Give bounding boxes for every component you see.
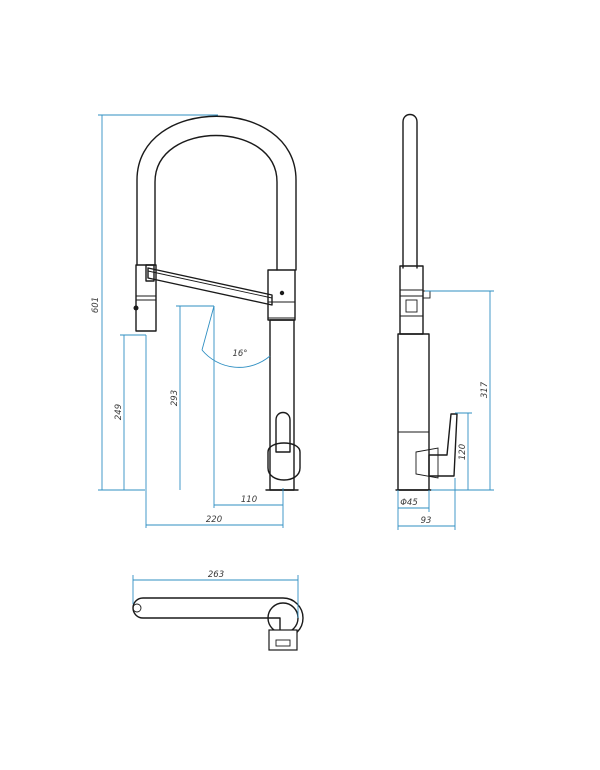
side-body xyxy=(397,333,430,491)
front-view xyxy=(133,115,301,491)
side-lever xyxy=(428,413,458,477)
dim-lever-height: 120 xyxy=(458,444,468,460)
front-body-lower xyxy=(269,319,295,491)
dim-base-diameter: Φ45 xyxy=(400,498,418,508)
dim-top-reach: 263 xyxy=(208,570,224,580)
side-view xyxy=(395,113,458,491)
front-dimensions: 601 249 293 16° 110 220 xyxy=(91,114,284,528)
dim-side-height: 317 xyxy=(480,381,490,398)
side-hose xyxy=(402,113,418,269)
front-arch-outer xyxy=(136,115,297,271)
top-dimensions: 263 xyxy=(132,570,299,618)
side-clip xyxy=(405,299,418,313)
front-lever-handle xyxy=(275,411,291,453)
dim-spout-offset: 110 xyxy=(241,495,257,505)
top-lever-detail xyxy=(275,639,291,647)
dim-spout-reach: 220 xyxy=(206,515,222,525)
dim-total-height: 601 xyxy=(91,297,101,313)
front-spray-arm xyxy=(147,267,273,306)
side-knob xyxy=(422,290,431,299)
side-dimensions: 317 120 Φ45 93 xyxy=(397,290,494,530)
front-spray-arm-edge xyxy=(147,270,273,299)
front-arch-inner xyxy=(154,134,278,271)
front-arm-holder xyxy=(145,264,155,282)
dim-spray-angle: 16° xyxy=(232,349,247,359)
dim-handle-height: 249 xyxy=(114,404,124,420)
front-body-screw xyxy=(279,290,285,296)
dim-side-depth: 93 xyxy=(421,516,432,526)
front-lever-base xyxy=(267,442,301,481)
side-lever-cap xyxy=(415,447,439,479)
front-spray-button xyxy=(133,305,139,311)
top-view xyxy=(132,597,304,651)
dim-spray-height: 293 xyxy=(170,390,180,406)
top-spout-tip xyxy=(132,603,142,613)
